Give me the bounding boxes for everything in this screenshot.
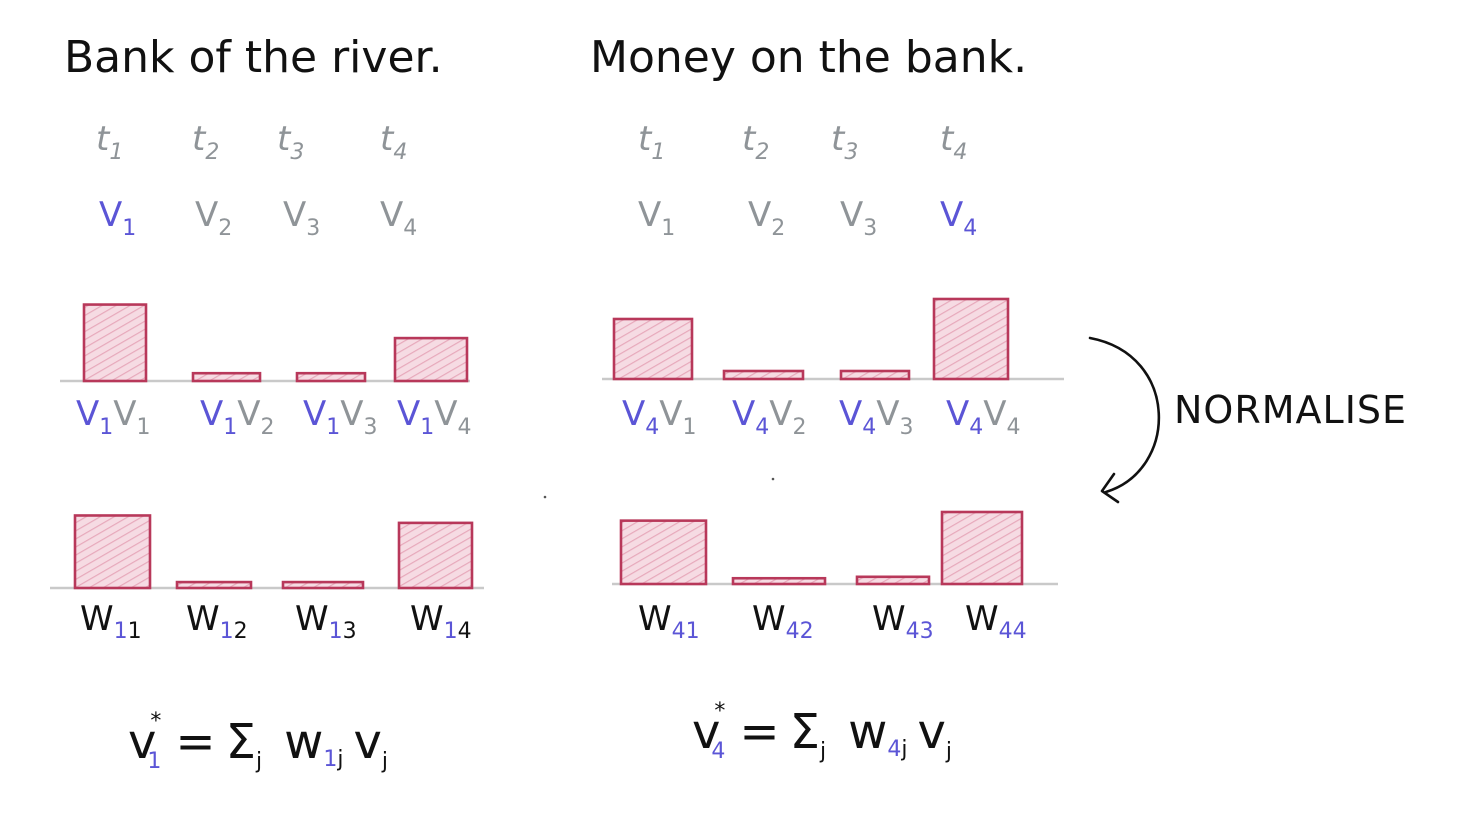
score-label: V1V3 — [303, 394, 378, 440]
token-label: t4 — [380, 119, 407, 165]
score-bar — [295, 371, 367, 383]
score-bar — [82, 303, 148, 383]
normalise-annotation: NORMALISE — [1088, 336, 1407, 504]
stray-dot — [543, 495, 547, 499]
score-bar — [612, 317, 694, 381]
panel-title: Bank of the river. — [64, 32, 443, 83]
panel-title: Money on the bank. — [590, 32, 1027, 83]
score-label: V1V4 — [397, 394, 472, 440]
score-label: V1V2 — [200, 394, 275, 440]
score-label: V4V4 — [946, 394, 1021, 440]
token-label: t4 — [940, 119, 967, 165]
value-label: V2 — [748, 195, 785, 241]
weight-bar — [940, 510, 1024, 586]
value-label: V4 — [380, 195, 417, 241]
token-label: t3 — [831, 119, 858, 165]
normalise-curved-arrow — [1088, 336, 1161, 494]
score-label: V4V3 — [839, 394, 914, 440]
weight-bar — [175, 580, 253, 590]
weight-label: W44 — [965, 599, 1027, 644]
token-label: t2 — [742, 119, 769, 165]
weight-label: W12 — [186, 599, 248, 644]
weight-bar — [73, 514, 152, 590]
weight-bar — [855, 575, 931, 586]
score-bar — [722, 369, 805, 381]
weight-bar — [731, 576, 827, 586]
weight-label: W11 — [80, 599, 142, 644]
value-label: V4 — [940, 195, 977, 241]
weight-label: W14 — [410, 599, 472, 644]
score-label: V4V1 — [622, 394, 697, 440]
weight-label: W42 — [752, 599, 814, 644]
normalise-arrowhead — [1100, 472, 1120, 504]
weight-bar — [281, 580, 365, 590]
score-bar — [393, 336, 469, 383]
score-label: V4V2 — [732, 394, 807, 440]
value-label: V2 — [195, 195, 232, 241]
weight-label: W13 — [295, 599, 357, 644]
value-label: V3 — [283, 195, 320, 241]
value-label: V3 — [840, 195, 877, 241]
weight-bar — [397, 521, 474, 590]
score-bar — [932, 297, 1010, 381]
score-bar — [839, 369, 911, 381]
value-label: V1 — [99, 195, 136, 241]
score-bar — [191, 371, 262, 383]
weight-label: W41 — [638, 599, 700, 644]
weight-bar — [619, 519, 708, 586]
token-label: t1 — [638, 119, 665, 165]
weight-label: W43 — [872, 599, 934, 644]
token-label: t1 — [96, 119, 123, 165]
stray-dot — [771, 477, 775, 481]
normalise-label: NORMALISE — [1174, 388, 1407, 432]
token-label: t2 — [192, 119, 219, 165]
token-label: t3 — [277, 119, 304, 165]
value-label: V1 — [638, 195, 675, 241]
score-label: V1V1 — [76, 394, 151, 440]
